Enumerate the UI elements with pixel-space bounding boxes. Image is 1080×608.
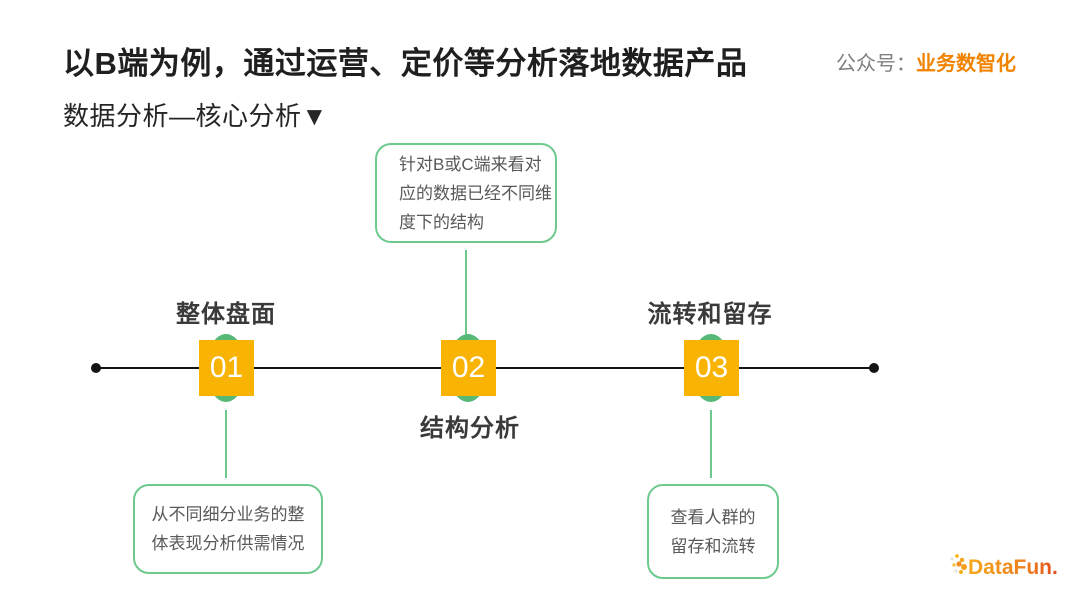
- wechat-account-label: 公众号：: [836, 53, 916, 75]
- callout-line: 体表现分析供需情况: [151, 534, 305, 553]
- node-03-marker: 03: [684, 340, 739, 396]
- wechat-account: 公众号：业务数智化: [836, 47, 1016, 76]
- timeline-end-dot: [869, 363, 879, 373]
- node-01-label: 整体盘面: [176, 301, 276, 328]
- datafun-logo-graphic: DataFun.: [950, 554, 1058, 579]
- node-03-label: 流转和留存: [647, 301, 773, 328]
- logo-sparkle-dots: [950, 554, 967, 574]
- node-01-marker: 01: [199, 340, 254, 396]
- callout-line: 应的数据已经不同维: [399, 183, 552, 203]
- callout-line: 从不同细分业务的整: [151, 505, 305, 524]
- callout-retention-flow: 查看人群的 留存和流转: [647, 484, 779, 579]
- callout-line: 查看人群的: [670, 507, 756, 527]
- callout-overall-market: 从不同细分业务的整 体表现分析供需情况: [133, 484, 323, 574]
- datafun-logo-text: DataFun.: [968, 556, 1058, 579]
- callout-structure-analysis: 针对B或C端来看对 应的数据已经不同维 度下的结构: [375, 143, 557, 243]
- callout-line: 针对B或C端来看对: [399, 154, 542, 174]
- wechat-account-name: 业务数智化: [916, 53, 1016, 75]
- node-02-label: 结构分析: [420, 415, 520, 442]
- timeline-start-dot: [91, 363, 101, 373]
- datafun-logo: DataFun.: [948, 550, 1064, 582]
- callout-line: 度下的结构: [399, 212, 484, 232]
- connector-node-01-to-callout: [225, 410, 227, 478]
- section-subtitle: 数据分析—核心分析▼: [63, 101, 328, 131]
- connector-callout-to-node-02: [465, 250, 467, 334]
- page-title: 以B端为例，通过运营、定价等分析落地数据产品: [63, 46, 748, 81]
- callout-line: 留存和流转: [670, 536, 756, 556]
- node-02-marker: 02: [441, 340, 496, 396]
- connector-node-03-to-callout: [710, 410, 712, 478]
